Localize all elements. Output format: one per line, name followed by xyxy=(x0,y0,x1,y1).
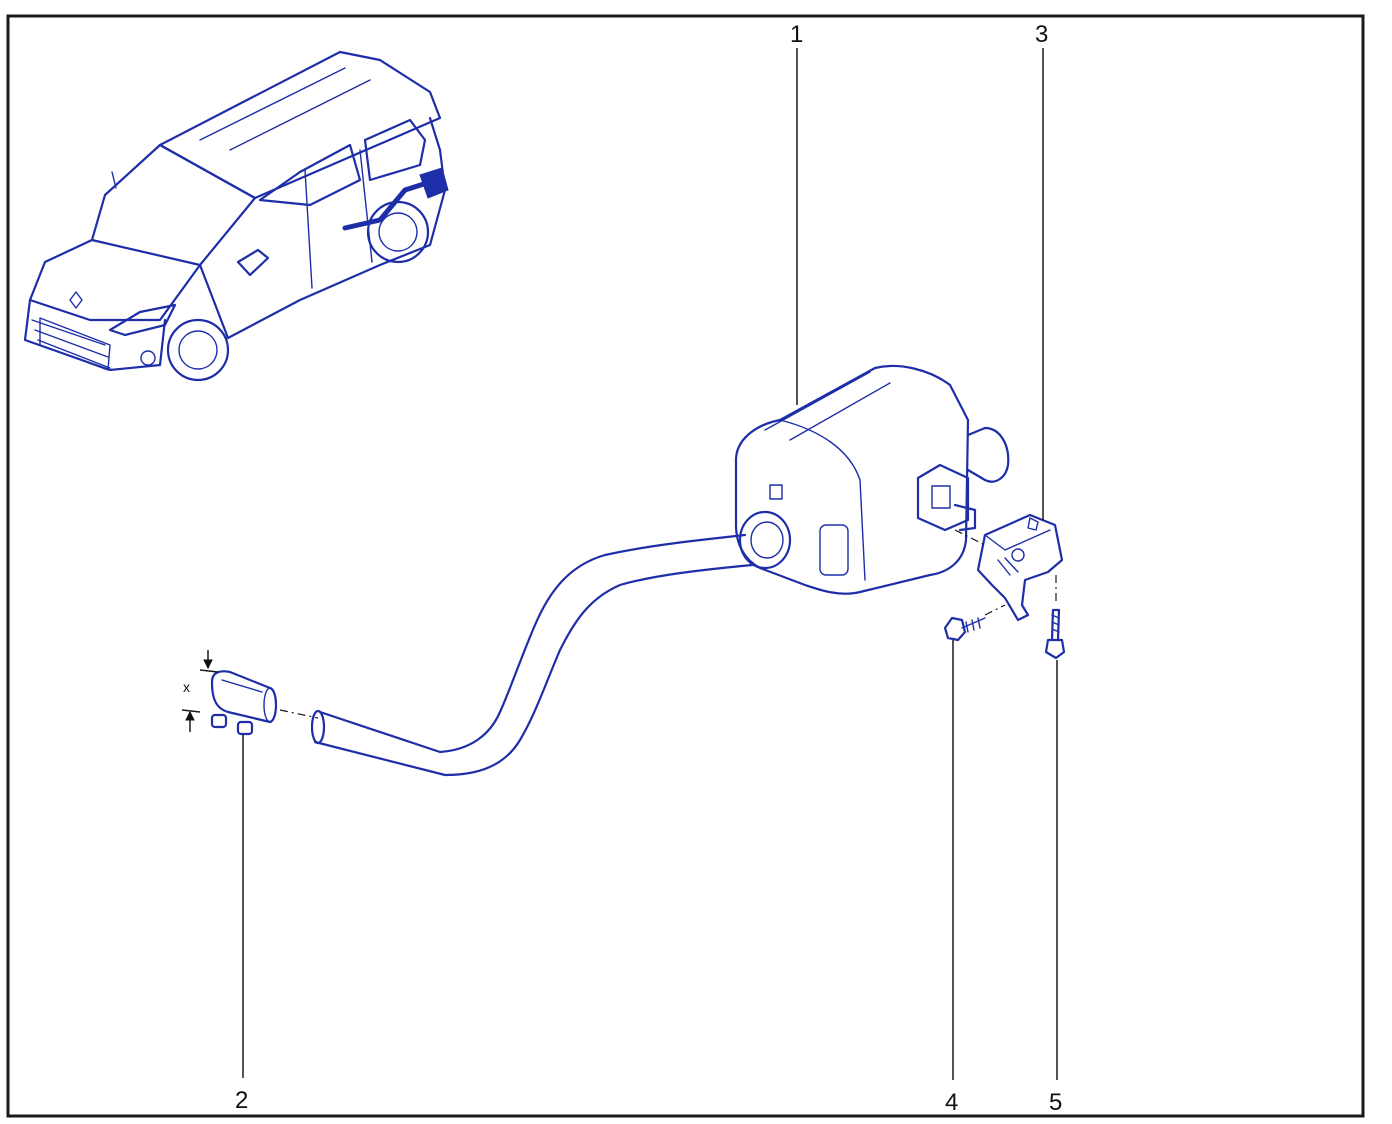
callout-5: 5 xyxy=(1049,1089,1062,1116)
exhaust-pipe xyxy=(310,533,754,777)
callout-4: 4 xyxy=(945,1089,958,1116)
diagram-frame xyxy=(6,14,1365,1118)
vehicle-location-icon xyxy=(23,50,449,382)
dimension-label: x xyxy=(183,679,190,695)
rear-silencer-icon xyxy=(734,364,1010,595)
clamp-dimension: x xyxy=(181,650,219,732)
mounting-bracket-icon xyxy=(976,513,1064,622)
clamp-icon xyxy=(210,670,278,736)
bolt-icon xyxy=(1044,608,1066,660)
callout-3: 3 xyxy=(1035,21,1048,48)
callout-1: 1 xyxy=(790,21,803,48)
screw-icon xyxy=(943,616,986,642)
callout-2: 2 xyxy=(235,1087,248,1114)
